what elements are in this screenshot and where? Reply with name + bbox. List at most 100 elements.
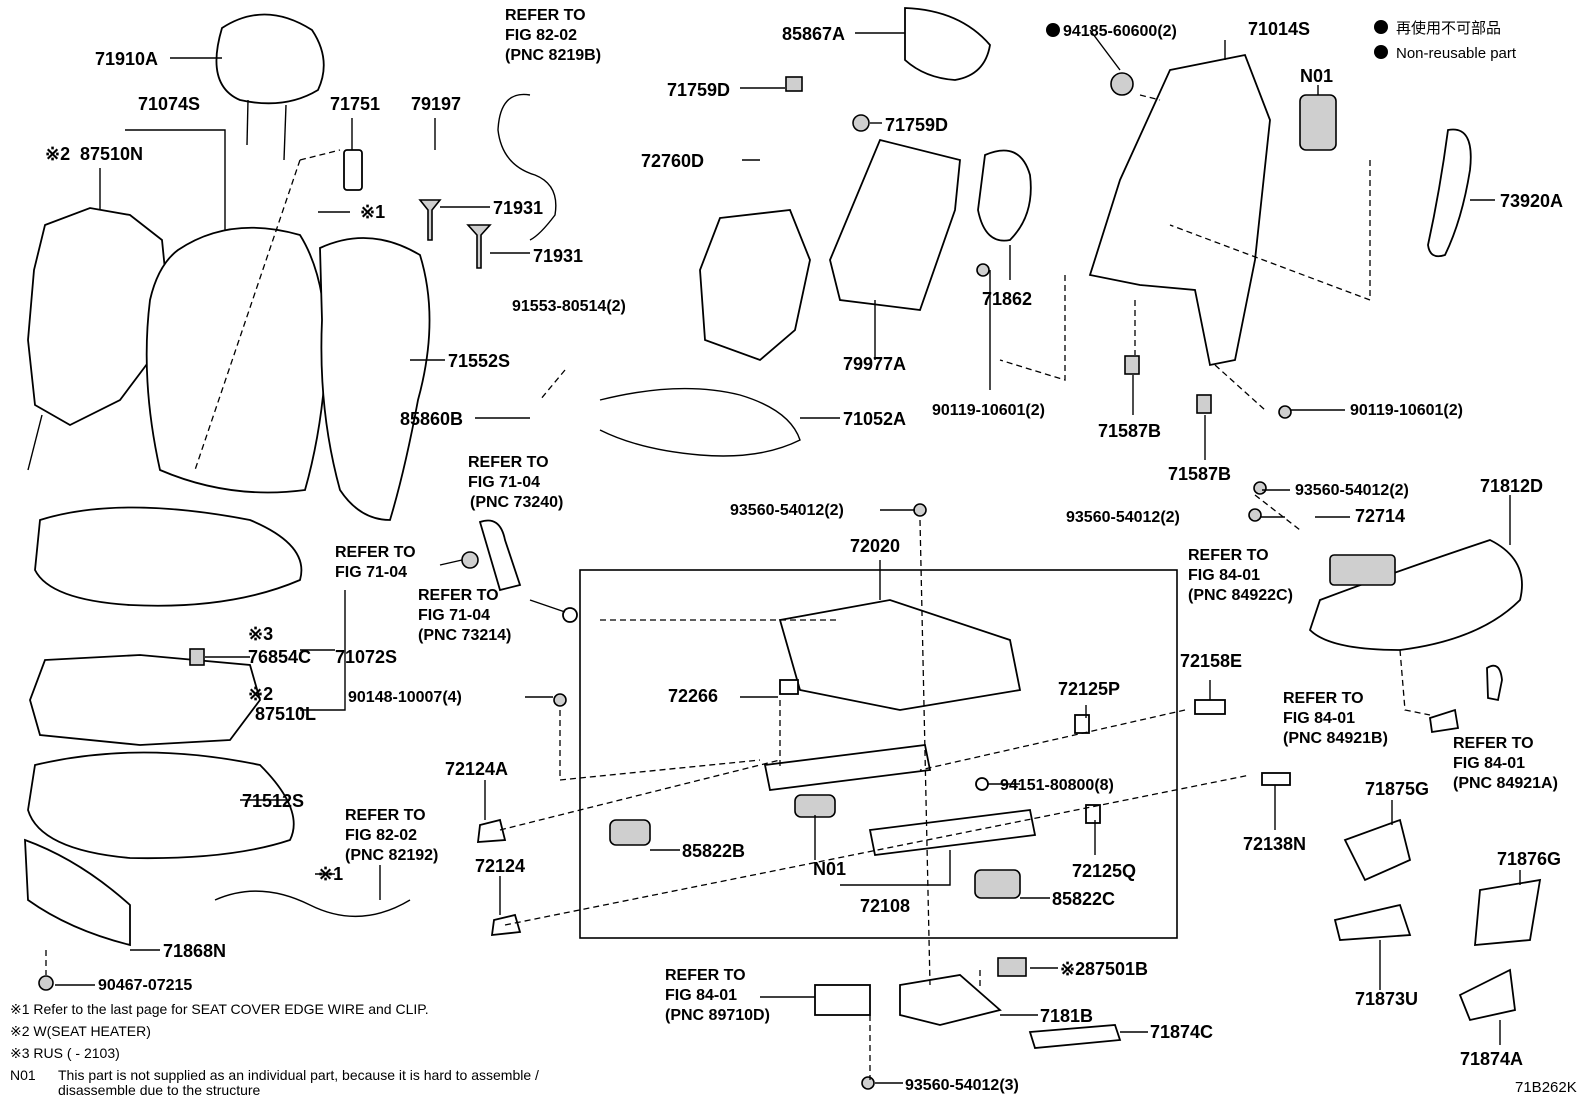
reference-fig-84-01-b[interactable]: REFER TO FIG 84-01 (PNC 84921B) xyxy=(1283,690,1388,747)
part-drawings xyxy=(24,7,1542,1090)
assembly-line xyxy=(1214,364,1266,411)
ref-line: (PNC 84922C) xyxy=(1188,587,1293,604)
assembly-line xyxy=(1399,649,1431,716)
seat-adjuster-group-box xyxy=(579,569,1178,939)
back-heater-pad-shape xyxy=(27,207,169,427)
part-label-71072S: 71072S xyxy=(335,647,397,667)
assembly-line xyxy=(919,519,931,986)
part-label-71587B: 71587B xyxy=(1098,421,1161,441)
clip-shape xyxy=(343,149,363,191)
reference-fig-82-02-mid[interactable]: REFER TO FIG 82-02 (PNC 82192) xyxy=(345,807,438,864)
footnote-1: ※1 Refer to the last page for SEAT COVER… xyxy=(10,1001,429,1017)
part-label-71759D: 71759D xyxy=(885,115,948,135)
assembly-line xyxy=(559,710,761,781)
part-label-79977A: 79977A xyxy=(843,354,906,374)
seat-ecu-shape xyxy=(814,984,871,1016)
clip-shape xyxy=(476,818,507,843)
part-label-72124A: 72124A xyxy=(445,759,508,779)
reference-fig-71-04-b[interactable]: REFER TO FIG 71-04 xyxy=(335,544,416,581)
part-label-87501B: 87501B xyxy=(1085,959,1148,979)
part-label-71074S: 71074S xyxy=(138,94,200,114)
non-reusable-dot-icon xyxy=(1374,20,1388,34)
ref-line: FIG 84-01 xyxy=(1188,567,1260,584)
part-label-90119-10601: 90119-10601(2) xyxy=(1350,402,1463,419)
lower-bracket-shape xyxy=(899,974,1002,1026)
footnote-3: ※3 RUS ( - 2103) xyxy=(10,1045,120,1061)
seat-adjuster-shape xyxy=(778,599,1022,711)
nut-shape xyxy=(461,551,479,569)
lumbar-support-shape xyxy=(699,209,811,362)
seat-motor-shape xyxy=(794,794,836,818)
ref-line: (PNC 73240) xyxy=(470,494,563,511)
reference-fig-71-04-c[interactable]: REFER TO FIG 71-04 (PNC 73214) xyxy=(418,587,511,644)
reference-fig-84-01-d[interactable]: REFER TO FIG 84-01 (PNC 89710D) xyxy=(665,967,770,1024)
part-label-73920A: 73920A xyxy=(1500,191,1563,211)
leader-lines xyxy=(55,29,1521,1084)
part-label-71552S: 71552S xyxy=(448,351,510,371)
wire-harness-shape xyxy=(497,93,557,241)
assembly-line xyxy=(919,709,1186,771)
reference-fig-84-01-a[interactable]: REFER TO FIG 84-01 (PNC 84922C) xyxy=(1188,547,1293,604)
part-label-87510N: 87510N xyxy=(80,144,143,164)
leader-line xyxy=(529,599,566,613)
reference-fig-84-01-c[interactable]: REFER TO FIG 84-01 (PNC 84921A) xyxy=(1453,735,1558,792)
bolt-head-icon xyxy=(1248,508,1262,522)
legend-non-reusable-jp: 再使用不可部品 xyxy=(1396,20,1501,37)
part-label-72020: 72020 xyxy=(850,536,900,556)
footnote-n01-key: N01 xyxy=(10,1067,36,1083)
reference-fig-82-02-top[interactable]: REFER TO FIG 82-02 (PNC 8219B) xyxy=(505,7,601,64)
ref-line: FIG 84-01 xyxy=(665,987,737,1004)
ref-line: FIG 84-01 xyxy=(1283,710,1355,727)
headrest-stay xyxy=(246,99,249,146)
assembly-line xyxy=(999,275,1066,381)
front-trim-shape xyxy=(24,838,131,947)
leader-line xyxy=(439,559,463,566)
part-label-N01: N01 xyxy=(813,859,846,879)
ref-line: (PNC 84921A) xyxy=(1453,775,1558,792)
recliner-motor-shape xyxy=(1299,94,1337,151)
clip-shape xyxy=(1486,664,1503,702)
assembly-line xyxy=(1139,94,1161,101)
headrest-stay xyxy=(283,104,287,161)
rail-cover-shape xyxy=(1343,818,1412,882)
bolt-head-icon xyxy=(861,1076,875,1090)
footnotes: ※1 Refer to the last page for SEAT COVER… xyxy=(10,1001,539,1098)
part-label-72125P: 72125P xyxy=(1058,679,1120,699)
part-label-71868N: 71868N xyxy=(163,941,226,961)
seat-shield-shape xyxy=(1308,539,1523,651)
back-board-shape xyxy=(829,138,961,311)
seatback-frame-shape xyxy=(1088,53,1271,367)
nut-shape xyxy=(562,607,578,623)
seatback-board-shape xyxy=(904,7,991,81)
ref-line: REFER TO xyxy=(418,587,499,604)
assembly-line xyxy=(539,369,566,401)
part-label-79197: 79197 xyxy=(411,94,461,114)
ref-line: FIG 84-01 xyxy=(1453,755,1525,772)
part-label-71862: 71862 xyxy=(982,289,1032,309)
footnote-n01-line1: This part is not supplied as an individu… xyxy=(58,1067,539,1083)
ref-line: FIG 71-04 xyxy=(335,564,407,581)
clip-shape xyxy=(1124,355,1140,375)
reference-blocks: REFER TO FIG 82-02 (PNC 8219B) REFER TO … xyxy=(335,7,1558,1024)
footnote-n01-line2: disassemble due to the structure xyxy=(58,1082,261,1098)
part-label-71587B: 71587B xyxy=(1168,464,1231,484)
group-bracket xyxy=(125,129,226,230)
part-label-91553-80514: 91553-80514(2) xyxy=(512,298,626,315)
part-label-93560-54012: 93560-54012(3) xyxy=(905,1077,1019,1094)
part-label-71931: 71931 xyxy=(493,198,543,218)
nut-shape xyxy=(1110,72,1134,96)
part-label-72158E: 72158E xyxy=(1180,651,1242,671)
part-label-71014S: 71014S xyxy=(1248,19,1310,39)
part-label-93560-54012: 93560-54012(2) xyxy=(730,502,844,519)
part-label-72124: 72124 xyxy=(475,856,525,876)
non-reusable-dot-icon xyxy=(1046,23,1060,37)
assembly-line xyxy=(299,149,341,161)
seatback-cover-shape xyxy=(145,226,328,494)
ref-line: (PNC 8219B) xyxy=(505,47,601,64)
reference-fig-71-04-a[interactable]: REFER TO FIG 71-04 (PNC 73240) xyxy=(468,454,563,511)
bracket-shape xyxy=(1085,804,1101,824)
part-label-71875G: 71875G xyxy=(1365,779,1429,799)
ref-line: (PNC 89710D) xyxy=(665,1007,770,1024)
note-mark-2: ※2 xyxy=(45,144,70,164)
